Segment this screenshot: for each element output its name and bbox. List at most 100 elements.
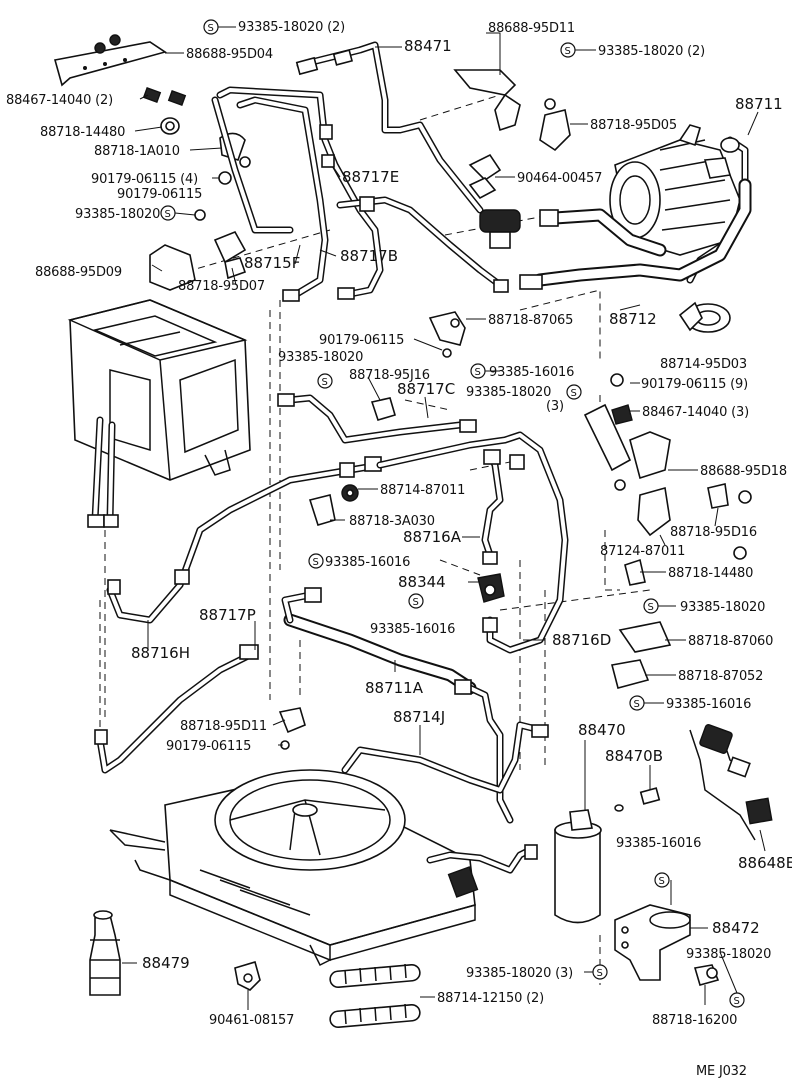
callout-label: 88688-95D09	[35, 265, 122, 280]
s-symbols: S S S S S S S S S S S S S	[160, 19, 745, 1008]
svg-text:S: S	[648, 602, 654, 613]
callout-label: 90179-06115	[117, 187, 202, 202]
callout-label: 88472	[712, 919, 760, 937]
callout-label: 88718-87060	[688, 634, 773, 649]
callout-label: 90179-06115	[319, 333, 404, 348]
callout-label: 88711	[735, 95, 783, 113]
hose-88711a	[281, 587, 514, 824]
callout-label: 88717P	[199, 606, 256, 624]
callout-label: 93385-18020	[680, 600, 765, 615]
clamp-88718-14480	[160, 117, 180, 135]
pipe-88716a	[481, 449, 525, 565]
svg-text:S: S	[571, 388, 577, 399]
callout-label: 93385-18020 (2)	[598, 44, 705, 59]
pipe-88716d	[376, 431, 569, 654]
callout-label: 88344	[398, 573, 446, 591]
callout-label: 90179-06115 (4)	[91, 172, 198, 187]
bracket-88472	[614, 904, 691, 981]
svg-text:S: S	[597, 968, 603, 979]
callout-label: 93385-18020	[75, 207, 160, 222]
clamp-88718-95d11	[278, 707, 306, 750]
clamp-88718-14480-b	[624, 558, 646, 586]
callout-label: 93385-16016	[325, 555, 410, 570]
clamp-88718-16200	[693, 964, 720, 986]
clamp-88718-95j16	[370, 397, 396, 421]
callout-label: 93385-16016	[489, 365, 574, 380]
callout-label: 88470B	[605, 747, 663, 765]
callout-label: 93385-18020 (3)	[466, 966, 573, 981]
clamp-88718-95d05	[539, 98, 571, 152]
pipe-88717c	[277, 393, 477, 444]
callout-label: 93385-16016	[616, 836, 701, 851]
svg-text:S: S	[565, 46, 571, 57]
callout-label: 88718-95J16	[349, 368, 430, 383]
callout-label: 88712	[609, 310, 657, 328]
callout-label: 88688-95D04	[186, 47, 273, 62]
callout-label: 88718-16200	[652, 1013, 737, 1028]
callout-label: (3)	[546, 399, 564, 414]
clamp-88718-87065	[428, 311, 466, 358]
pipe-88714j	[341, 721, 549, 794]
callout-label: 93385-18020	[278, 350, 363, 365]
callout-label: 88688-95D11	[488, 21, 575, 36]
callout-label: 90461-08157	[209, 1013, 294, 1028]
callout-label: 88688-95D18	[700, 464, 787, 479]
bracket-88688-95d11	[453, 69, 521, 132]
callout-label: 88718-95D07	[178, 279, 265, 294]
callout-label: 93385-16016	[666, 697, 751, 712]
hose-88712	[519, 178, 752, 290]
svg-text:S: S	[165, 209, 171, 220]
svg-text:S: S	[313, 557, 319, 568]
pipe-88717b	[211, 86, 384, 302]
valve-90464	[468, 153, 521, 249]
pressure-switch-88467	[142, 87, 187, 106]
callout-label: 93385-18020 (2)	[238, 20, 345, 35]
svg-text:S: S	[322, 377, 328, 388]
callout-label: 90179-06115 (9)	[641, 377, 748, 392]
condenser-fan	[214, 769, 406, 871]
svg-text:S: S	[208, 23, 214, 34]
callout-labels: 93385-18020 (2) 88688-95D04 88467-14040 …	[6, 20, 792, 1079]
pipe-88717e	[336, 196, 509, 293]
callout-label: 88470	[578, 721, 626, 739]
pipe-88717p	[94, 644, 259, 774]
callout-label: 90179-06115	[166, 739, 251, 754]
callout-label: 88718-14480	[668, 566, 753, 581]
callout-label: 88718-3A030	[349, 514, 435, 529]
plug-88470b	[614, 787, 661, 812]
callout-label: 88479	[142, 954, 190, 972]
harness-88648e	[689, 724, 773, 841]
callout-label: 88467-14040 (3)	[642, 405, 749, 420]
callout-label: 93385-18020	[686, 947, 771, 962]
clamp-88688-95d09	[149, 230, 247, 291]
callout-label: 88718-95D16	[670, 525, 757, 540]
callout-label: 88716H	[131, 644, 190, 662]
switch-88467-b	[610, 373, 633, 425]
clamp-88718-95d16	[707, 483, 752, 560]
callout-label: 87124-87011	[600, 544, 685, 559]
callout-label: 88718-95D05	[590, 118, 677, 133]
callout-label: 88467-14040 (2)	[6, 93, 113, 108]
callout-label: 88718-1A010	[94, 144, 180, 159]
callout-label: 88718-14480	[40, 125, 125, 140]
switch-88344	[477, 573, 505, 603]
fitting-88714-87011	[341, 484, 359, 502]
svg-text:S: S	[659, 876, 665, 887]
svg-text:S: S	[734, 996, 740, 1007]
callout-label: 93385-16016	[370, 622, 455, 637]
callout-label: 88714-12150 (2)	[437, 991, 544, 1006]
callout-label: 88714-87011	[380, 483, 465, 498]
callout-label: 88714-95D03	[660, 357, 747, 372]
boot-88479	[89, 910, 121, 996]
bracket-88688-95d04	[53, 34, 167, 87]
callout-label: 88714J	[393, 708, 445, 726]
grommet-88714-12150	[329, 963, 421, 1029]
svg-text:S: S	[634, 699, 640, 710]
callout-label: 93385-18020	[466, 385, 551, 400]
callout-label: 88648E	[738, 854, 792, 872]
callout-label: 88715F	[244, 254, 300, 272]
diagram-code: ME J032	[696, 1064, 747, 1079]
clamp-90461	[234, 960, 261, 991]
condenser-fittings	[426, 844, 538, 898]
